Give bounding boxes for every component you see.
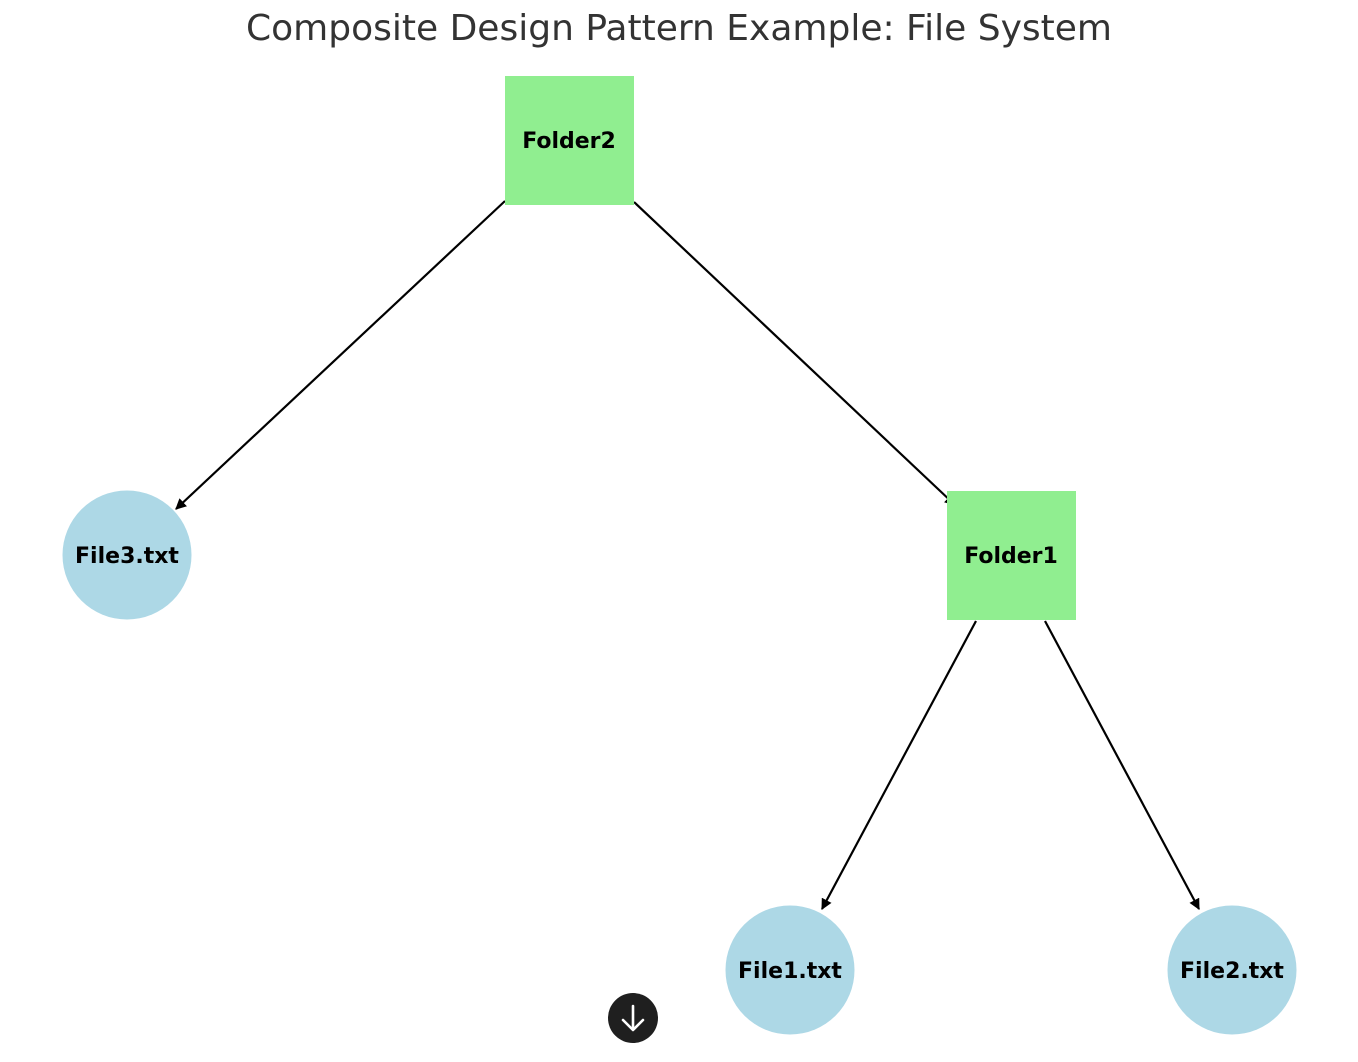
node-folder2: Folder2 [505, 76, 634, 205]
arrow-down-icon [621, 1004, 645, 1032]
edge-folder2-folder1 [633, 201, 956, 506]
node-folder1: Folder1 [947, 491, 1076, 620]
file3-label: File3.txt [75, 544, 179, 569]
node-file1: File1.txt [725, 905, 855, 1035]
scroll-down-button[interactable] [608, 993, 658, 1043]
folder1-box [947, 491, 1076, 620]
edge-folder1-file1 [821, 620, 977, 910]
node-file3: File3.txt [62, 490, 192, 620]
file3-circle [62, 490, 192, 620]
folder2-label: Folder2 [522, 129, 616, 154]
file1-label: File1.txt [738, 959, 842, 984]
file2-label: File2.txt [1180, 959, 1284, 984]
folder1-label: Folder1 [964, 544, 1058, 569]
edge-folder2-file3 [175, 200, 506, 510]
file2-circle [1167, 905, 1297, 1035]
file1-circle [725, 905, 855, 1035]
edges-layer [175, 200, 1200, 910]
folder2-box [505, 76, 634, 205]
edge-folder1-file2 [1044, 620, 1200, 910]
node-file2: File2.txt [1167, 905, 1297, 1035]
diagram-title: Composite Design Pattern Example: File S… [246, 8, 1112, 49]
